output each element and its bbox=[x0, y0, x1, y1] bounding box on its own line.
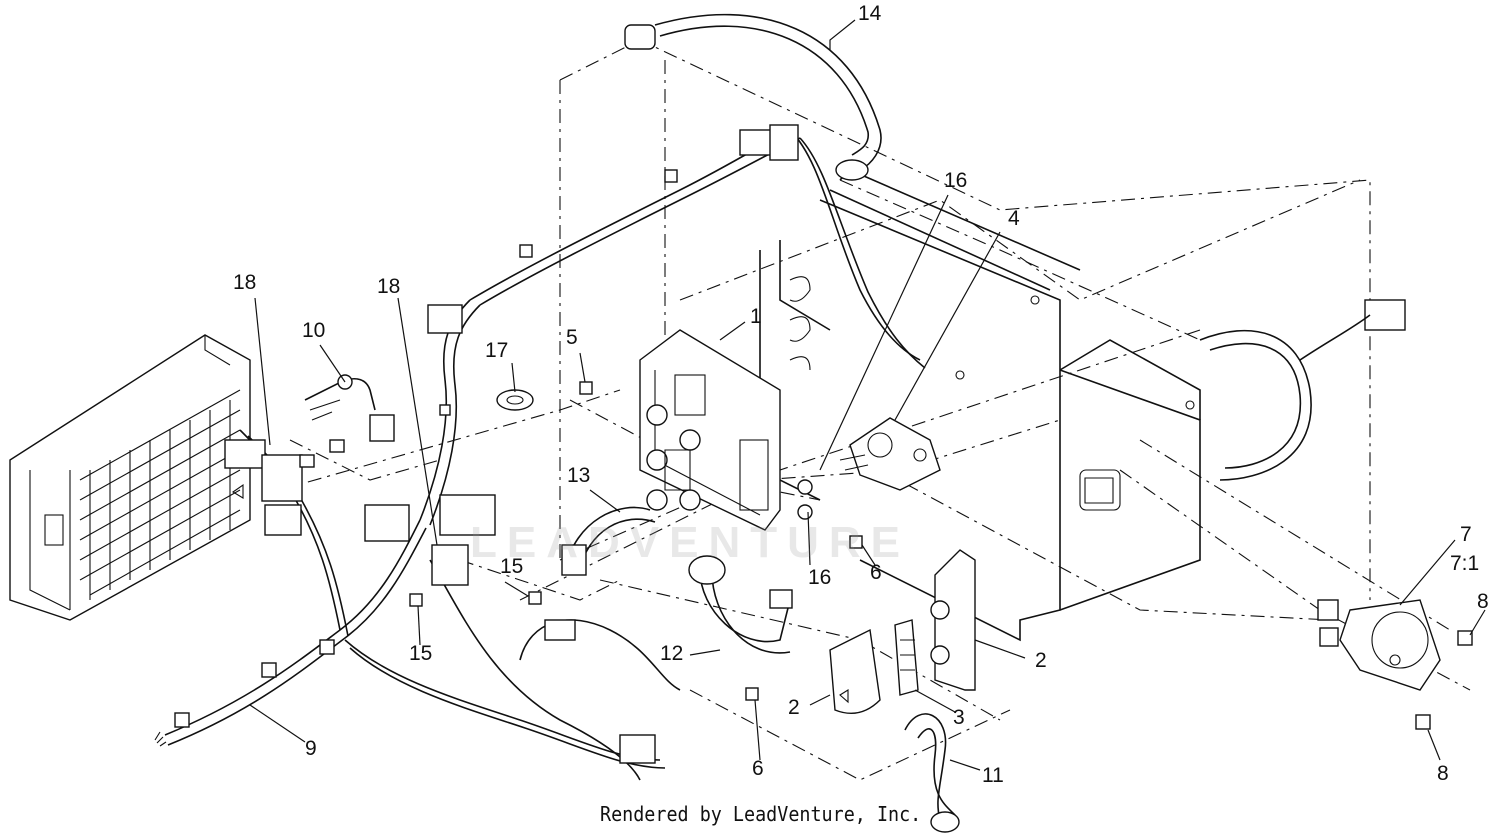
cable-13 bbox=[561, 506, 656, 576]
callout-17: 17 bbox=[485, 339, 509, 362]
callout-10: 10 bbox=[302, 319, 326, 342]
main-controller bbox=[639, 329, 781, 531]
callout-1: 1 bbox=[750, 305, 762, 328]
callout-18-left: 18 bbox=[233, 271, 257, 294]
callout-13: 13 bbox=[567, 464, 591, 487]
callout-6-upper: 6 bbox=[870, 561, 882, 584]
callout-14: 14 bbox=[858, 2, 882, 25]
callout-11: 11 bbox=[982, 764, 1004, 787]
callout-9: 9 bbox=[305, 737, 317, 760]
callout-5: 5 bbox=[566, 326, 578, 349]
leader-lines bbox=[249, 19, 1486, 771]
grommet-17 bbox=[496, 389, 534, 411]
footer-credit: Rendered by LeadVenture, Inc. bbox=[600, 802, 922, 826]
relay-4 bbox=[839, 417, 941, 491]
callout-18-center: 18 bbox=[377, 275, 401, 298]
callout-6-lower: 6 bbox=[752, 757, 764, 780]
cable-14 bbox=[624, 13, 882, 181]
cable-11 bbox=[904, 713, 960, 833]
callout-2-right: 2 bbox=[1035, 649, 1047, 672]
sub-harness bbox=[299, 374, 395, 468]
wire-harness bbox=[154, 124, 926, 781]
callout-7-1: 7:1 bbox=[1450, 552, 1480, 575]
callout-8-lower: 8 bbox=[1437, 762, 1449, 785]
fasteners bbox=[409, 381, 1473, 730]
callout-15-upper: 15 bbox=[500, 555, 524, 578]
fuse-cover-2 bbox=[829, 628, 881, 714]
callout-16-top: 16 bbox=[944, 169, 968, 192]
right-cable bbox=[1199, 299, 1406, 481]
watermark: LEADVENTURE bbox=[470, 518, 911, 567]
callout-2-left: 2 bbox=[788, 696, 800, 719]
cable-12 bbox=[688, 555, 793, 654]
callout-3: 3 bbox=[953, 706, 965, 729]
callout-8-upper: 8 bbox=[1477, 590, 1489, 613]
callout-12: 12 bbox=[660, 642, 684, 665]
callout-7: 7 bbox=[1460, 523, 1472, 546]
fuse-3 bbox=[894, 619, 919, 696]
callout-15-lower: 15 bbox=[409, 642, 433, 665]
controller-module bbox=[9, 334, 251, 621]
callout-16-lower: 16 bbox=[808, 566, 832, 589]
callout-4: 4 bbox=[1008, 207, 1020, 230]
fuse-block-2 bbox=[930, 549, 976, 691]
wire-lead bbox=[519, 619, 681, 691]
solenoid-7 bbox=[1317, 599, 1441, 691]
